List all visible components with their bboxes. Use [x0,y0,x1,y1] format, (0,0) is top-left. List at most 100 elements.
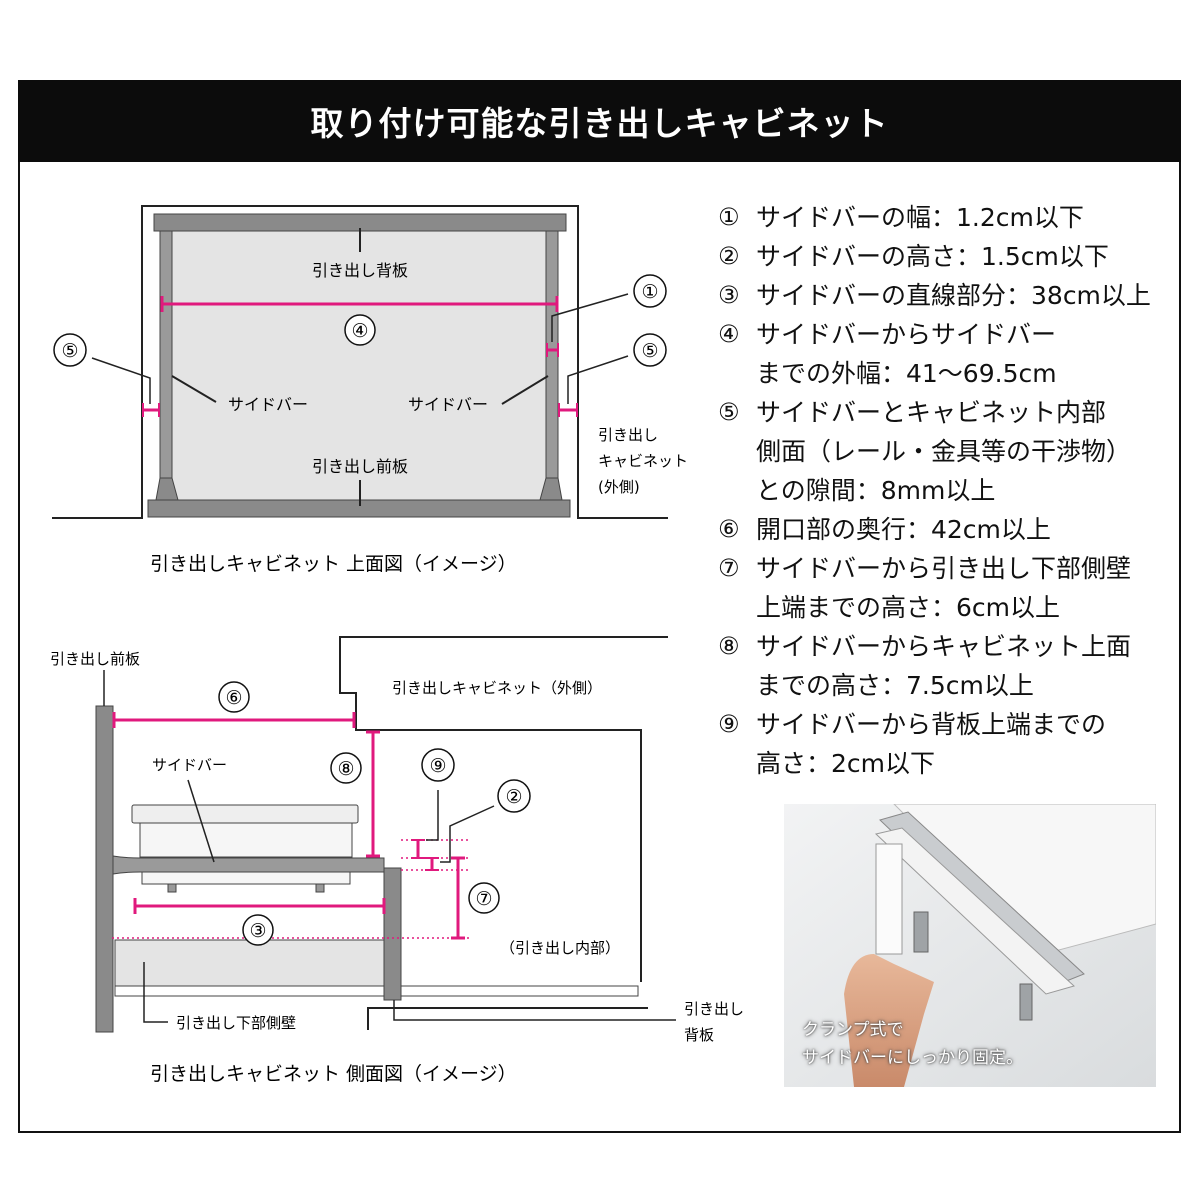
clamp-rail [874,827,1075,995]
side-front-board [95,705,114,1033]
side-front-board-label: 引き出し前板 [50,650,140,668]
clamp-screw-right [315,883,325,893]
marker-2: ② [505,786,522,808]
marker-5-left-circle [53,333,87,367]
spec-text: サイドバーの直線部分：38cm以上 [756,281,1151,310]
side-bar-left-label: サイドバー [228,395,308,414]
side-view-diagram: サイドバー ⑥ ⑧ ⑨ ② ⑦ [50,636,744,1085]
marker-9-circle [421,748,455,782]
marker-1-circle [633,274,667,308]
spec-item: ⑨ サイドバーから背板上端までの 高さ：2cm以下 [718,705,1178,783]
marker-3: ③ [249,920,266,942]
drawer-interior [160,224,558,504]
spec-item: ① サイドバーの幅：1.2cm以下 [718,198,1178,237]
cabinet-bottom-outline [367,1007,648,1030]
clamp-bracket [875,843,903,955]
spec-number: ③ [718,281,740,309]
cabinet-outer-label-line3: (外側) [598,478,640,496]
side-bar-side-leader [187,779,215,863]
side-bar-left [159,230,173,502]
clamp-photo-illustration [784,804,1156,1087]
side-bar-right-leader [501,375,549,405]
spec-number: ⑥ [718,515,740,543]
marker-2-circle [497,779,531,813]
spec-item: ⑥ 開口部の奥行：42cm以上 [718,510,1178,549]
spec-number: ⑧ [718,632,740,660]
side-view-caption: 引き出しキャビネット 側面図（イメージ） [150,1063,517,1085]
marker-5-left: ⑤ [61,340,78,362]
back-board-side-leader [393,1000,676,1021]
marker-5-right-circle [633,333,667,367]
side-back-board-label-line1: 引き出し [684,1000,744,1018]
clamp-body [139,822,353,858]
side-bar-right-label: サイドバー [408,395,488,414]
lower-side-wall-label: 引き出し下部側壁 [176,1014,296,1032]
marker-4-circle [344,314,376,346]
spec-item: ② サイドバーの高さ：1.5cm以下 [718,237,1178,276]
cabinet-outer-label-line2: キャビネット [598,452,688,470]
photo-caption: クランプ式で サイドバーにしっかり固定。 [802,1020,1023,1068]
marker-5-right: ⑤ [641,340,658,362]
spec-item: ⑤ サイドバーとキャビネット内部 側面（レール・金具等の干渉物） との隙間：8mm… [718,393,1178,510]
spec-item: ⑦ サイドバーから引き出し下部側壁 上端までの高さ：6cm以上 [718,549,1178,627]
marker-1-leader [551,293,629,342]
clamp-screw-a [913,911,929,953]
spec-number: ⑨ [718,710,740,738]
spec-item: ③ サイドバーの直線部分：38cm以上 [718,276,1178,315]
clamp-photo: クランプ式で サイドバーにしっかり固定。 [784,804,1156,1087]
spec-text: サイドバーからキャビネット上面 までの高さ：7.5cm以上 [756,632,1132,700]
side-view-side-bar [112,855,385,875]
marker-5-left-leader [91,357,151,404]
top-view-diagram: 引き出し背板 引き出し前板 ④ サイドバー サイドバー ① ⑤ ⑤ [52,205,688,575]
marker-9: ⑨ [429,755,446,777]
spec-number: ② [718,242,740,270]
side-back-board [383,867,402,1001]
drawer-bottom [114,985,639,997]
lower-wall-leader [143,962,168,1023]
front-board-label: 引き出し前板 [312,457,408,476]
clamp-screw-left [167,883,177,893]
marker-6-circle [218,681,250,713]
side-back-board-label-line2: 背板 [684,1026,714,1044]
marker-2-leader [440,805,495,863]
side-bar-label: サイドバー [152,756,227,774]
marker-6: ⑥ [225,687,242,709]
marker-7: ⑦ [475,888,492,910]
back-board-label: 引き出し背板 [312,261,408,280]
spec-list: ① サイドバーの幅：1.2cm以下 ② サイドバーの高さ：1.5cm以下 ③ サイドバ… [718,198,1178,783]
cabinet-outer-side-label: 引き出しキャビネット（外側） [392,679,602,697]
marker-8-circle [330,752,362,784]
marker-4: ④ [351,320,368,342]
spec-text: 開口部の奥行：42cm以上 [756,515,1051,544]
cabinet-side-outline [339,636,668,982]
marker-7-circle [468,882,500,914]
drawer-lower-wall-fill [114,939,386,991]
spec-text: サイドバーの高さ：1.5cm以下 [756,242,1109,271]
side-bar-left-leader [171,375,217,403]
spec-number: ① [718,203,740,231]
spec-text: サイドバーとキャビネット内部 側面（レール・金具等の干渉物） との隙間：8mm以… [756,398,1132,505]
clamp-lower [141,871,351,885]
clamp-top [131,804,359,824]
spec-item: ④ サイドバーからサイドバー までの外幅：41～69.5cm [718,315,1178,393]
spec-number: ④ [718,320,740,348]
spec-number: ⑦ [718,554,740,582]
spec-text: サイドバーの幅：1.2cm以下 [756,203,1084,232]
top-view-caption: 引き出しキャビネット 上面図（イメージ） [150,553,517,575]
marker-3-circle [242,914,274,946]
cabinet-outer-label-line1: 引き出し [598,426,658,444]
spec-text: サイドバーからサイドバー までの外幅：41～69.5cm [756,320,1057,388]
drawer-inside-label: （引き出し内部） [500,939,620,957]
page-title: 取り付け可能な引き出しキャビネット [18,80,1181,162]
marker-5-right-leader [567,355,629,404]
spec-text: サイドバーから背板上端までの 高さ：2cm以下 [756,710,1107,778]
spec-number: ⑤ [718,398,740,426]
clamp-screw-b [1019,983,1033,1021]
spec-item: ⑧ サイドバーからキャビネット上面 までの高さ：7.5cm以上 [718,627,1178,705]
cabinet-outline [52,205,668,519]
marker-1: ① [641,281,658,303]
hand-illustration [844,954,934,1087]
spec-text: サイドバーから引き出し下部側壁 上端までの高さ：6cm以上 [756,554,1132,622]
marker-9-leader [426,790,439,841]
